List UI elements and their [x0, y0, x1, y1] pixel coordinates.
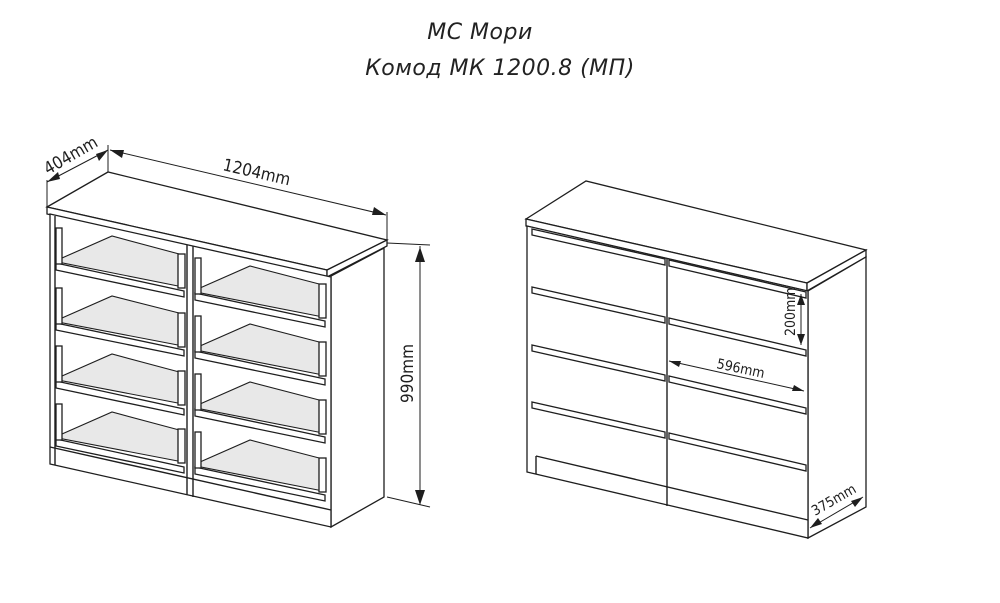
height-label: 990mm — [398, 344, 418, 403]
dimension-height: 990mm — [386, 242, 431, 508]
right-column-drawers — [194, 257, 327, 502]
drawer-fronts-right — [668, 259, 807, 472]
product-title: Комод МК 1200.8 (МП) — [365, 56, 635, 81]
left-column-drawers — [55, 227, 186, 474]
depth-label: 404mm — [41, 133, 102, 180]
drawer-fronts-left — [531, 228, 666, 439]
left-dresser-open: 404mm 1204mm 990mm — [41, 133, 431, 529]
side-panel — [330, 246, 385, 529]
right-dresser-closed: 200mm 596mm 375mm — [524, 180, 868, 540]
drawer-height-label: 200mm — [783, 287, 799, 336]
dimension-drawer-height: 200mm — [783, 287, 805, 345]
width-label: 1204mm — [221, 155, 292, 190]
series-title: МС Мори — [427, 20, 533, 45]
